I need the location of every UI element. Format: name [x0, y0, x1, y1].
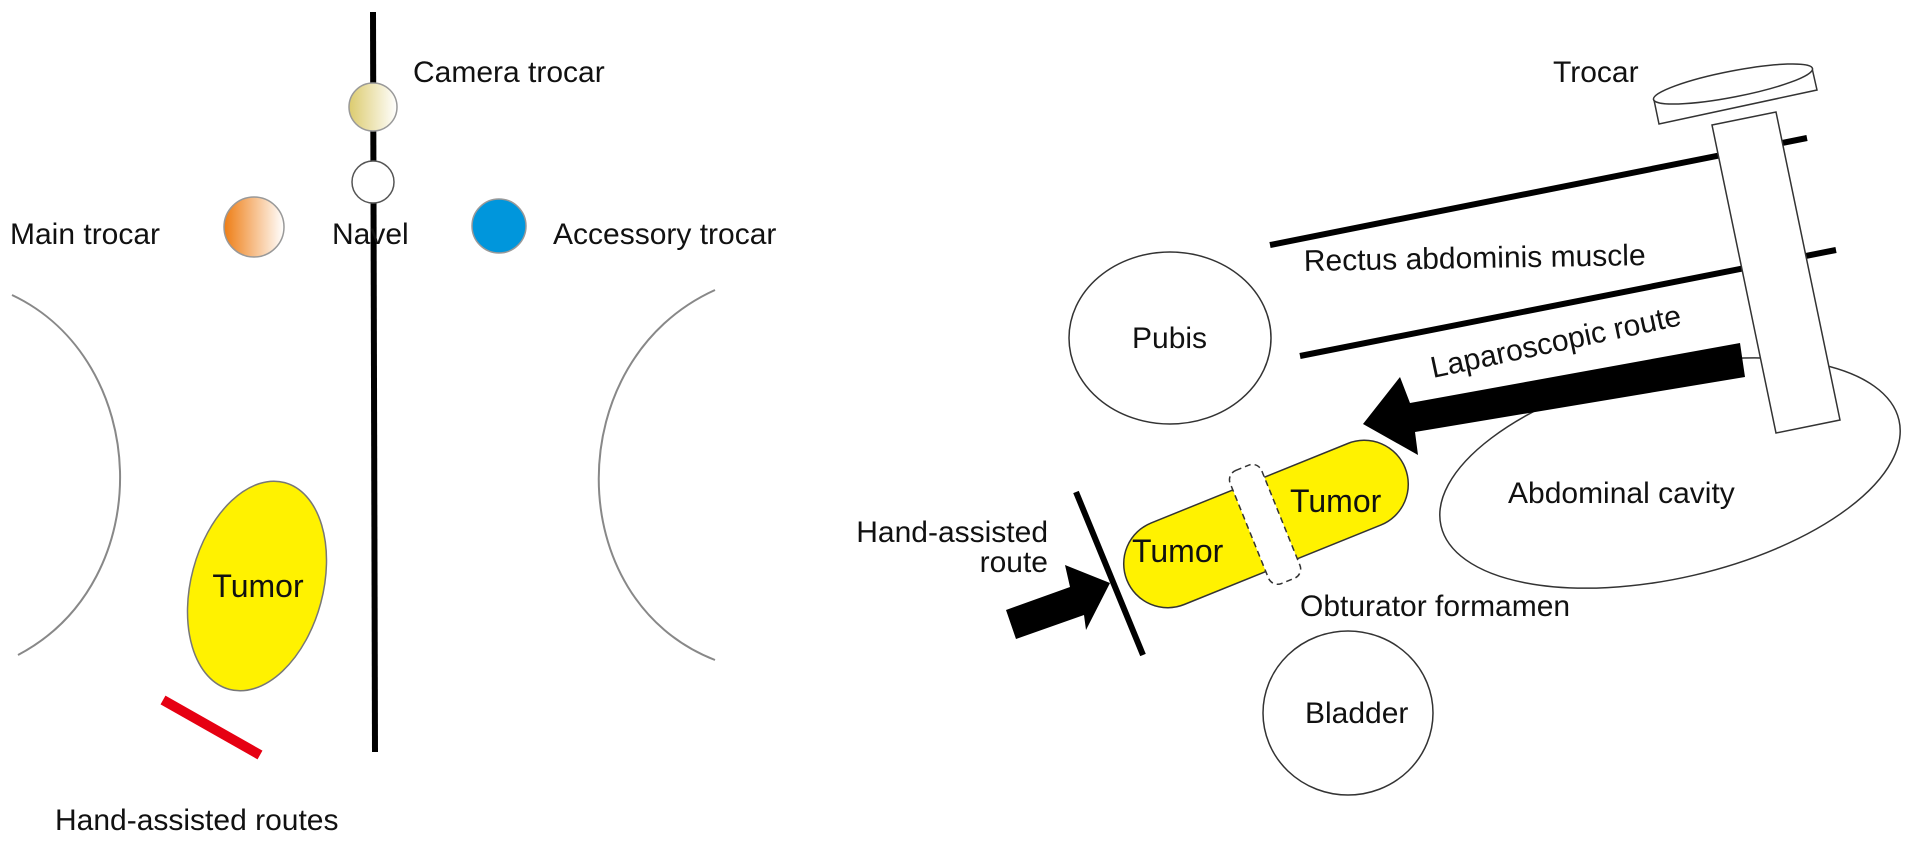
pubis: [1068, 251, 1272, 425]
obturator-foramen-ring: [1228, 463, 1302, 586]
trocar: [1652, 63, 1841, 434]
right-panel: Abdominal cavity Pubis Bladder Rectus ab…: [856, 56, 1901, 796]
tumor-left: [186, 480, 328, 692]
main-trocar-label: Main trocar: [10, 218, 160, 251]
left-body-outline: [11, 294, 121, 656]
right-body-outline: [597, 289, 716, 661]
trocar-shaft: [1711, 111, 1841, 434]
midline: [370, 11, 378, 753]
hand-assisted-route-arrow: [1006, 565, 1110, 639]
pubis-label: Pubis: [1132, 322, 1207, 355]
trocar-label: Trocar: [1553, 56, 1639, 89]
abdominal-cavity-label: Abdominal cavity: [1508, 477, 1735, 510]
camera-trocar-label: Camera trocar: [413, 56, 605, 89]
accessory-trocar-label: Accessory trocar: [553, 218, 776, 251]
tumor-right-segment-label: Tumor: [1290, 483, 1382, 519]
hand-assisted-route-bar: [160, 695, 263, 760]
hand-assisted-route-label-line1: Hand-assisted: [856, 516, 1048, 549]
tumor-capsule: [1122, 439, 1410, 609]
bladder-label: Bladder: [1305, 697, 1408, 730]
laparoscopic-route-arrow: [1363, 343, 1745, 455]
tumor-left-label: Tumor: [212, 568, 304, 604]
hand-assisted-route-label-line2: route: [980, 546, 1048, 579]
navel-marker: [351, 160, 395, 204]
navel-label: Navel: [332, 218, 409, 251]
left-panel: Camera trocar Navel Main trocar Accessor…: [10, 11, 776, 837]
camera-trocar-marker: [348, 82, 398, 132]
obturator-foramen-label: Obturator formamen: [1300, 590, 1570, 623]
hand-assisted-routes-label: Hand-assisted routes: [55, 804, 338, 837]
bladder: [1262, 630, 1434, 796]
rectus-abdominis-label: Rectus abdominis muscle: [1304, 239, 1646, 278]
tumor-left-segment-label: Tumor: [1132, 533, 1224, 569]
trocar-cap-top: [1652, 63, 1814, 105]
accessory-trocar-marker: [471, 198, 527, 254]
rectus-line-upper: [1269, 135, 1808, 248]
hand-assisted-incision-line: [1073, 490, 1146, 657]
main-trocar-marker: [223, 196, 285, 258]
